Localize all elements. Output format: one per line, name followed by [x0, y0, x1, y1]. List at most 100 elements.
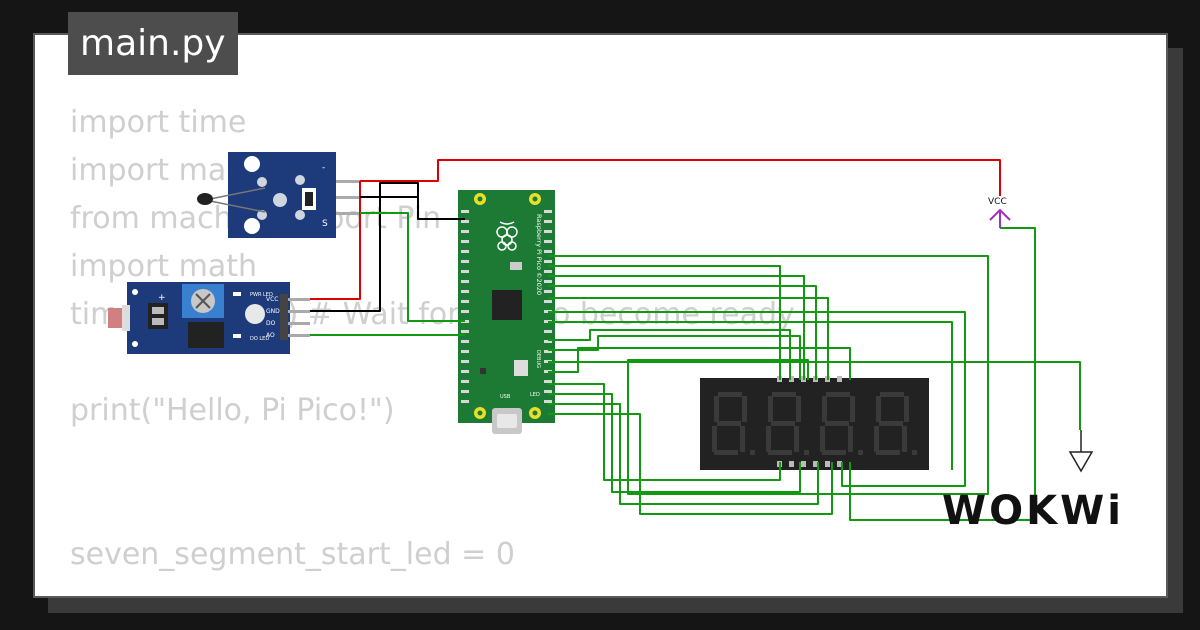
pico-pin — [461, 250, 469, 253]
pico-pin — [544, 240, 552, 243]
segment — [825, 421, 849, 426]
segment — [766, 426, 771, 452]
decimal-point — [858, 450, 863, 455]
pico-pin — [461, 300, 469, 303]
segment — [902, 426, 907, 452]
wires — [310, 159, 1081, 521]
code-line: seven_segment_start_led = 0 — [70, 537, 515, 572]
pico-pin — [461, 330, 469, 333]
pico-pin — [461, 260, 469, 263]
segment — [768, 450, 792, 455]
pico-pin — [461, 220, 469, 223]
ground-symbol-icon — [1068, 430, 1094, 473]
segment — [742, 396, 747, 422]
segment — [712, 426, 717, 452]
decimal-point — [912, 450, 917, 455]
segment — [879, 421, 903, 426]
raspberry-logo-icon — [496, 221, 518, 251]
debug-label: DEBUG — [535, 350, 541, 368]
thermistor-icon — [197, 193, 213, 205]
ldr-pin-gnd-label: GND — [266, 308, 280, 315]
segment — [794, 426, 799, 452]
segment — [718, 392, 742, 397]
file-tab[interactable]: main.py — [68, 12, 238, 75]
display-pin — [789, 461, 794, 467]
segment — [740, 426, 745, 452]
segment — [717, 421, 741, 426]
ntc-pin-label: S — [322, 219, 328, 229]
pico-pin — [544, 220, 552, 223]
display-pin — [837, 376, 842, 382]
pico-pin — [461, 400, 469, 403]
pico-pin — [461, 270, 469, 273]
decimal-point — [750, 450, 755, 455]
segment — [796, 396, 801, 422]
pico-pin — [461, 240, 469, 243]
pwr-led-label: PWR LED — [250, 292, 273, 298]
display-pin — [825, 461, 830, 467]
segment — [826, 392, 850, 397]
ldr-pin-do-label: DO — [266, 320, 276, 327]
pico-pin — [461, 230, 469, 233]
pico-pin — [544, 400, 552, 403]
raspberry-pi-pico-board[interactable]: Raspberry Pi Pico ©2020 DEBUG USB LED — [458, 190, 555, 434]
ldr-pin-vcc-label: VCC — [266, 296, 278, 303]
display-pin — [801, 461, 806, 467]
code-line: import time — [70, 105, 247, 140]
pico-pin — [461, 360, 469, 363]
segment — [714, 396, 719, 422]
display-pin — [813, 461, 818, 467]
segment — [772, 392, 796, 397]
pico-pin — [544, 270, 552, 273]
segment — [822, 450, 846, 455]
segment — [771, 421, 795, 426]
pico-pin — [544, 300, 552, 303]
pico-pin — [461, 290, 469, 293]
segment — [848, 426, 853, 452]
pico-pin — [461, 310, 469, 313]
pico-pin — [461, 350, 469, 353]
code-line: import math — [70, 249, 257, 284]
segment — [876, 450, 900, 455]
ldr-light-sensor-module[interactable]: + PWR LED DO LED VCC GND DO AO — [108, 282, 310, 354]
segment — [822, 396, 827, 422]
pico-pin — [461, 210, 469, 213]
pico-pin — [544, 350, 552, 353]
pico-pin — [544, 330, 552, 333]
segment — [820, 426, 825, 452]
pico-pin — [461, 370, 469, 373]
vcc-symbol: VCC — [988, 197, 1011, 228]
do-led-label: DO LED — [250, 336, 269, 342]
segment — [768, 396, 773, 422]
wokwi-logo: WOKWi — [942, 488, 1124, 534]
ntc-temperature-module[interactable]: - S — [197, 152, 360, 238]
segment — [904, 396, 909, 422]
led-label: LED — [530, 392, 540, 398]
ldr-pin-ao-label: AO — [266, 332, 275, 339]
pico-pin — [461, 380, 469, 383]
segment — [714, 450, 738, 455]
vcc-label: VCC — [988, 197, 1007, 207]
pico-pin — [544, 230, 552, 233]
pico-pin — [544, 340, 552, 343]
pico-pin — [544, 210, 552, 213]
pico-pin — [544, 290, 552, 293]
code-line: print("Hello, Pi Pico!") — [70, 393, 395, 428]
pico-pin — [544, 380, 552, 383]
pico-pin — [461, 340, 469, 343]
segment — [874, 426, 879, 452]
pico-pin — [544, 260, 552, 263]
seven-segment-display[interactable] — [700, 376, 929, 470]
segment — [876, 396, 881, 422]
pico-pin — [544, 250, 552, 253]
pico-pin — [544, 280, 552, 283]
segment — [850, 396, 855, 422]
ntc-pin-label: - — [322, 163, 325, 173]
pico-pin — [461, 280, 469, 283]
display-pin — [837, 461, 842, 467]
display-pin — [789, 376, 794, 382]
svg-text:+: + — [158, 293, 166, 303]
decimal-point — [804, 450, 809, 455]
pico-pin — [544, 390, 552, 393]
